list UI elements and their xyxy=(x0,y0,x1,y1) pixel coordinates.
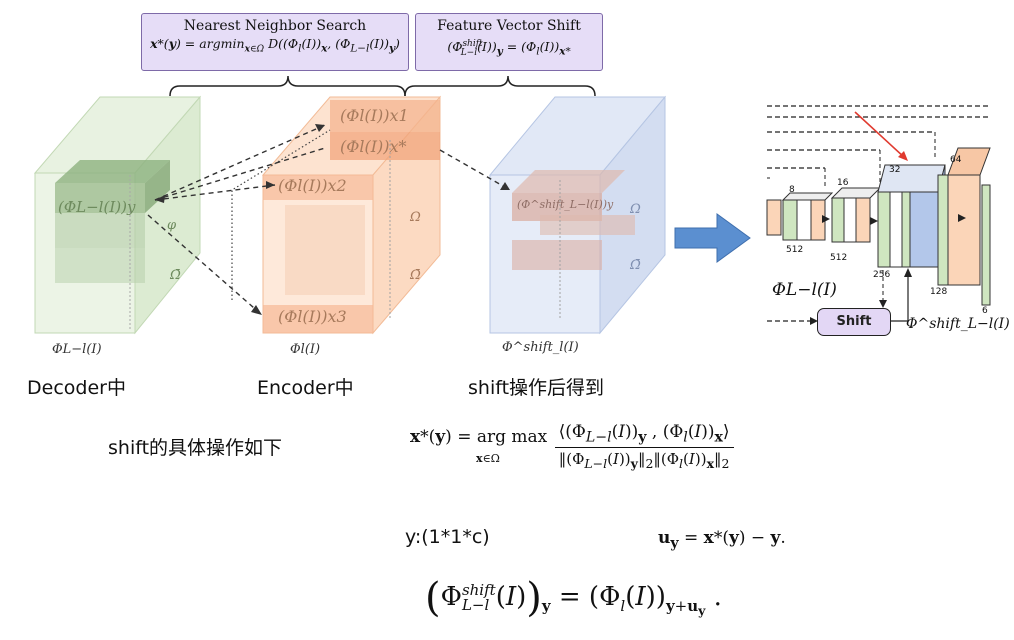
encoder-inner-x2: (Φl(I))x2 xyxy=(278,176,347,195)
shift-desc-text: shift的具体操作如下 xyxy=(108,437,283,459)
decoder-cube xyxy=(33,95,202,335)
net-num-32: 32 xyxy=(889,165,901,175)
shift-caption: shift操作后得到 xyxy=(468,377,605,399)
net-num-64: 64 xyxy=(950,155,962,165)
encoder-cube xyxy=(261,95,442,335)
shift-inner-label: (Φ^shift_L−l(I))y xyxy=(517,198,614,211)
net-phi-label: ΦL−l(I) xyxy=(772,280,837,300)
feature-vector-shift-box: Feature Vector Shift (ΦshiftL−l(I))y = (… xyxy=(415,13,603,71)
encoder-inner-x3: (Φl(I))x3 xyxy=(278,307,347,326)
brace-left xyxy=(169,75,406,97)
decoder-phi-glyph: φ xyxy=(167,218,177,233)
net-num-16: 16 xyxy=(837,178,849,188)
encoder-omega-bar: Ω̄ xyxy=(410,268,421,283)
nearest-neighbor-search-box: Nearest Neighbor Search x*(y) = argminx∈… xyxy=(141,13,409,71)
net-num-128: 128 xyxy=(930,287,948,297)
encoder-caption: Encoder中 xyxy=(257,377,354,399)
shift-omega: Ω xyxy=(630,202,641,217)
net-num-256: 256 xyxy=(873,270,891,280)
net-num-512a: 512 xyxy=(786,245,804,255)
nn-search-formula: x*(y) = argminx∈Ω D((Φl(I))x, (ΦL−l(I))y… xyxy=(150,36,400,55)
encoder-cube-label: Φl(I) xyxy=(290,342,321,357)
encoder-inner-xstar: (Φl(I))x* xyxy=(340,137,407,156)
big-blue-arrow xyxy=(674,213,751,263)
fv-shift-title: Feature Vector Shift xyxy=(437,18,581,34)
shift-cube xyxy=(488,95,667,335)
encoder-inner-x1: (Φl(I))x1 xyxy=(340,106,409,125)
shift-button[interactable]: Shift xyxy=(817,308,891,336)
net-num-8: 8 xyxy=(789,185,795,195)
net-num-512b: 512 xyxy=(830,253,848,263)
decoder-caption: Decoder中 xyxy=(27,377,126,399)
eq-u: uy = x*(y) − y. xyxy=(658,528,786,552)
dashed-arrows xyxy=(147,124,511,316)
net-phi-shift-label: Φ^shift_L−l(I) xyxy=(906,316,1010,332)
decoder-cube-label: ΦL−l(I) xyxy=(52,342,102,357)
y-dim-text: y:(1*1*c) xyxy=(405,526,490,548)
nn-search-title: Nearest Neighbor Search xyxy=(183,18,367,34)
net-num-6: 6 xyxy=(982,306,988,316)
shift-omega-bar: Ω̄ xyxy=(630,258,641,273)
encoder-omega: Ω xyxy=(410,210,421,225)
shift-cube-label: Φ^shift_l(I) xyxy=(502,340,579,355)
network-diagram xyxy=(766,105,991,325)
arrow-heads xyxy=(155,124,510,315)
decoder-omega-bar: Ω̄ xyxy=(170,268,181,283)
dotted-path xyxy=(231,129,331,300)
brace-right xyxy=(404,75,596,97)
fv-shift-formula: (ΦshiftL−l(I))y = (Φl(I))x* xyxy=(447,39,571,58)
decoder-inner-label: (ΦL−l(I))y xyxy=(58,198,136,216)
